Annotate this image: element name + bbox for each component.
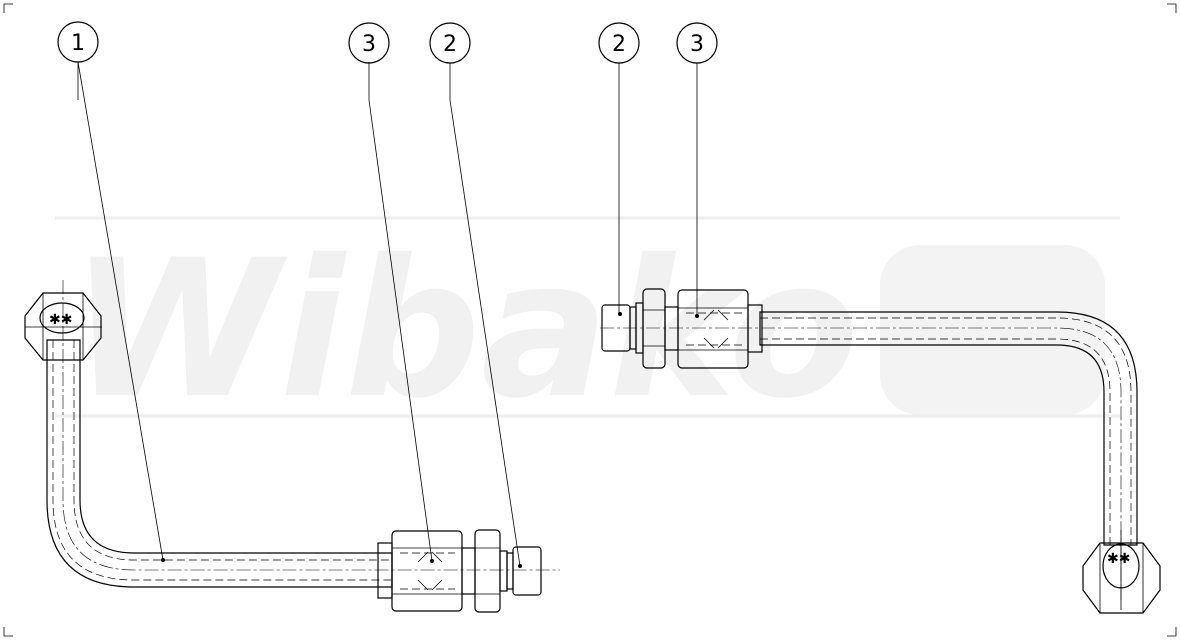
watermark-logo-box <box>880 245 1105 415</box>
left-pipe <box>46 339 393 588</box>
corner-marks <box>3 3 1177 637</box>
left-union-nut <box>377 530 463 612</box>
callout-label: 1 <box>71 31 85 56</box>
right-end-marking: ✱✱ <box>1107 551 1130 567</box>
callout-1-left-pipe: 1 <box>57 21 165 562</box>
callout-2-right-adapter: 2 <box>598 22 640 314</box>
callout-label: 2 <box>443 32 457 57</box>
left-end-marking: ✱✱ <box>49 312 72 328</box>
callout-2-left-adapter: 2 <box>429 22 521 567</box>
callout-label: 2 <box>612 32 626 57</box>
right-union-nut <box>677 289 763 369</box>
watermark-text: Wibako <box>70 219 859 440</box>
right-adapter <box>601 288 679 369</box>
callout-3-right-nut: 3 <box>676 22 718 316</box>
callout-label: 3 <box>690 32 704 57</box>
callout-3-left-nut: 3 <box>348 22 433 562</box>
watermark: Wibako <box>55 216 1120 440</box>
right-pipe-assembly: ✱✱ <box>600 288 1161 614</box>
left-adapter <box>461 529 542 613</box>
right-pipe <box>759 311 1138 546</box>
callout-label: 3 <box>362 32 376 57</box>
